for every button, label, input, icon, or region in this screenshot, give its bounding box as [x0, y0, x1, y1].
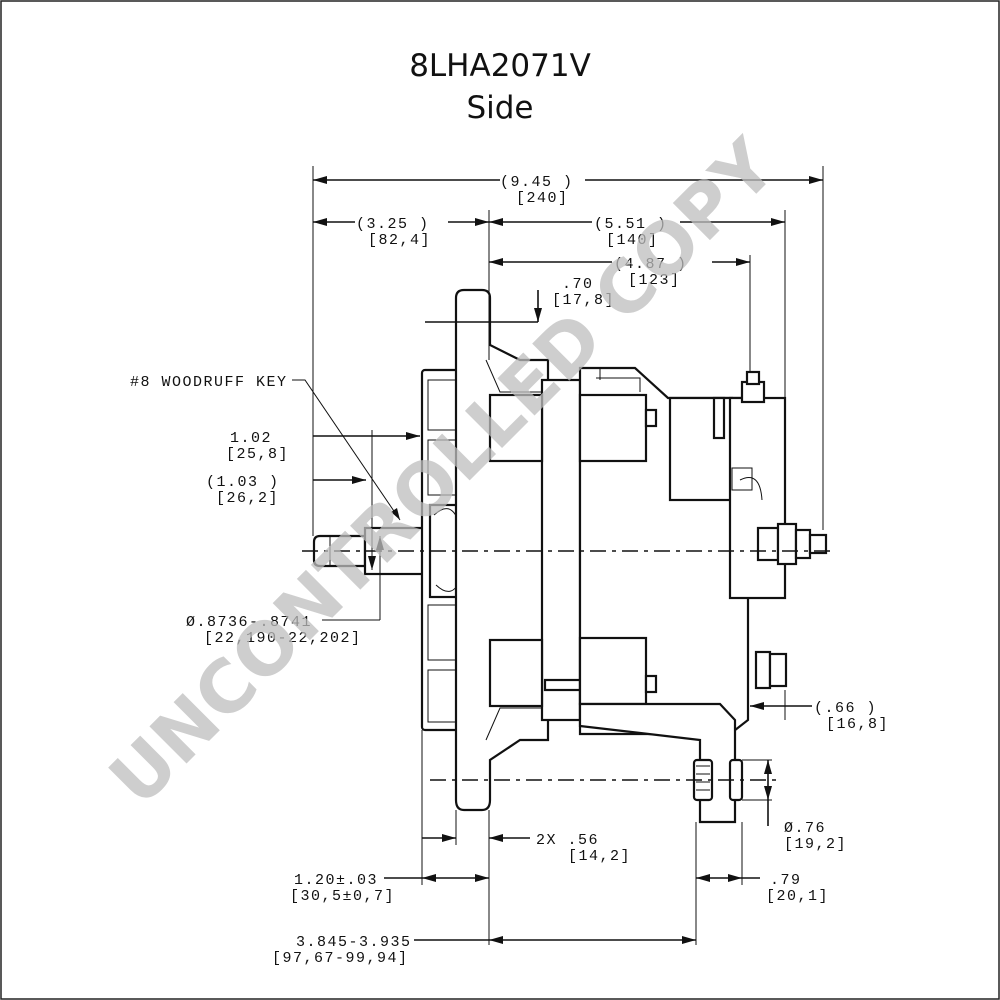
lower-terminal-base — [754, 650, 772, 690]
dim-ear-width-in: .79 — [770, 872, 802, 889]
output-terminal-stud — [808, 533, 828, 555]
dim-front-mm: [82,4] — [368, 232, 431, 249]
dimension-lines — [292, 166, 824, 945]
bolt-head-lower — [644, 674, 658, 694]
dim-front-in: (3.25 ) — [356, 216, 430, 233]
dim-hole-dia-in: Ø.76 — [784, 820, 826, 837]
output-terminal-washer — [794, 528, 812, 560]
output-terminal-base — [756, 526, 780, 562]
stator — [540, 378, 582, 722]
terminal-block — [728, 396, 787, 600]
view-title: Side — [466, 90, 533, 126]
dim-terminal-in: (4.87 ) — [614, 256, 688, 273]
dim-rear-mm: [140] — [606, 232, 659, 249]
dim-hole-dia-mm: [19,2] — [784, 836, 847, 853]
dim-rear-in: (5.51 ) — [594, 216, 668, 233]
dim-ear-width-mm: [20,1] — [766, 888, 829, 905]
model-title: 8LHA2071V — [409, 48, 591, 84]
dim-shaft-len-in: (1.03 ) — [206, 474, 280, 491]
output-terminal-nut — [776, 522, 798, 566]
dim-shaft-dia-in: Ø.8736-.8741 — [186, 614, 312, 631]
dim-flange-offset-in: .70 — [562, 276, 594, 293]
dim-terminal-offset-mm: [16,8] — [826, 716, 889, 733]
shaft-collar — [363, 526, 427, 576]
rear-lower-pod — [578, 636, 648, 706]
bolt-head-upper — [644, 408, 658, 428]
lower-terminal-nut — [768, 652, 788, 688]
dim-flange-thk-mm: [30,5±0,7] — [290, 888, 395, 905]
alternator-drawing — [302, 288, 830, 824]
dim-mount-span-in: 3.845-3.935 — [296, 934, 412, 951]
dim-terminal-mm: [123] — [628, 272, 681, 289]
dim-ear-thk-in: 2X .56 — [536, 832, 599, 849]
dim-overall-mm: [240] — [516, 190, 569, 207]
woodruff-key-label: #8 WOODRUFF KEY — [130, 374, 288, 391]
dim-overall-in: (9.45 ) — [500, 174, 574, 191]
dim-key-in: 1.02 — [230, 430, 272, 447]
dim-terminal-offset-in: (.66 ) — [814, 700, 877, 717]
dim-key-mm: [25,8] — [226, 446, 289, 463]
dim-shaft-len-mm: [26,2] — [216, 490, 279, 507]
stator-upper-pod — [488, 393, 544, 463]
rear-upper-pod — [578, 393, 648, 463]
dim-flange-offset-mm: [17,8] — [552, 292, 615, 309]
dim-flange-thk-in: 1.20±.03 — [294, 872, 378, 889]
top-terminal-stud — [745, 370, 761, 386]
mounting-ear — [578, 702, 737, 824]
dim-mount-span-mm: [97,67-99,94] — [272, 950, 409, 967]
dimension-text: (9.45 ) [240] (3.25 ) [82,4] (5.51 ) [14… — [130, 174, 889, 967]
through-bolt — [543, 678, 582, 692]
dim-shaft-dia-mm: [22,190-22,202] — [204, 630, 362, 647]
stator-lower-pod — [488, 638, 544, 708]
dim-ear-thk-mm: [14,2] — [568, 848, 631, 865]
regulator-tab — [712, 396, 726, 440]
